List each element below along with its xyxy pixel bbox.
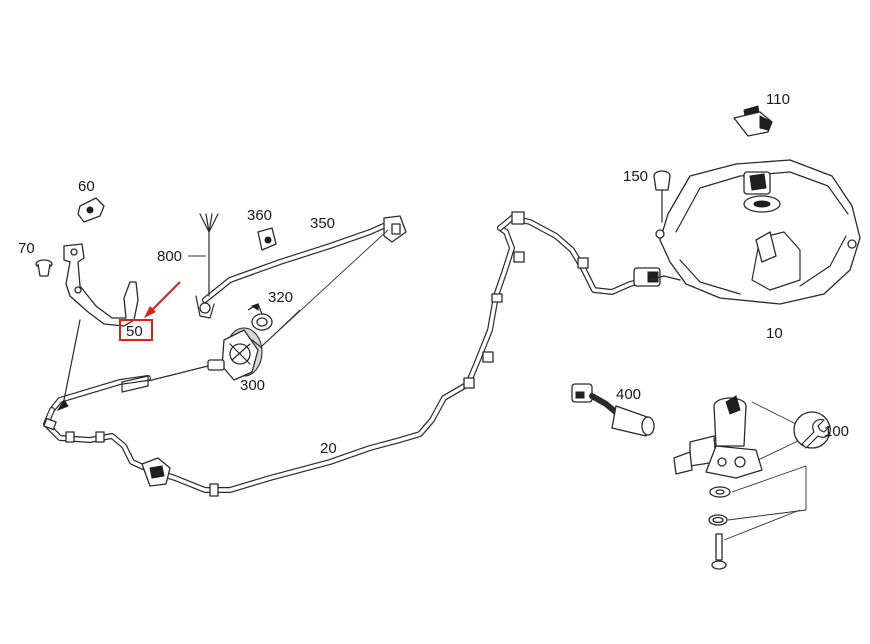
connector-20-lower (141, 457, 171, 487)
label-800[interactable]: 800 (157, 248, 182, 265)
clip-60[interactable] (77, 197, 105, 223)
bracket-50[interactable] (56, 243, 139, 412)
label-100[interactable]: 100 (824, 423, 849, 440)
hose-line-20[interactable] (43, 211, 661, 497)
label-20[interactable]: 20 (320, 440, 337, 457)
tank-10[interactable] (649, 159, 861, 305)
label-320[interactable]: 320 (268, 289, 293, 306)
connector-400[interactable] (571, 383, 655, 437)
wrench-icon (793, 411, 831, 449)
part-800[interactable] (199, 213, 219, 297)
hose-line-350[interactable] (195, 215, 407, 319)
label-110[interactable]: 110 (766, 91, 790, 108)
highlight-box (119, 319, 153, 341)
connector-20-right (633, 267, 661, 287)
label-50[interactable]: 50 (126, 323, 143, 340)
label-400[interactable]: 400 (616, 386, 641, 403)
clip-360[interactable] (257, 227, 277, 251)
label-150[interactable]: 150 (623, 168, 648, 185)
pump-assembly-100[interactable] (673, 395, 807, 570)
label-360[interactable]: 360 (247, 207, 272, 224)
pump-300[interactable] (147, 327, 263, 382)
label-300[interactable]: 300 (240, 377, 265, 394)
label-10[interactable]: 10 (766, 325, 783, 342)
label-350[interactable]: 350 (310, 215, 335, 232)
label-60[interactable]: 60 (78, 178, 95, 195)
bolt-70[interactable] (35, 259, 53, 277)
cap-150[interactable] (653, 170, 671, 223)
label-70[interactable]: 70 (18, 240, 35, 257)
clamp-320[interactable] (247, 303, 273, 331)
sensor-110[interactable] (733, 105, 773, 137)
highlight-arrow (144, 281, 181, 318)
